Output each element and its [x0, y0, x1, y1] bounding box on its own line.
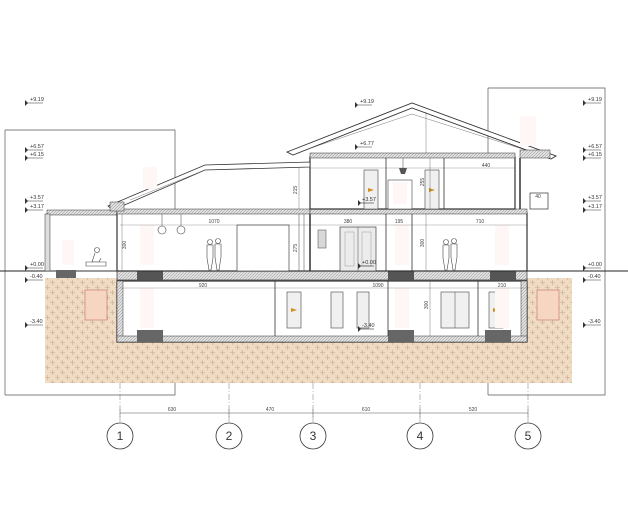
dim-ground-2: 380 — [344, 219, 353, 225]
dim-bottom-1: 630 — [168, 407, 177, 413]
dim-ground-4: 710 — [476, 219, 485, 225]
level-right-marker-0 — [583, 100, 586, 106]
dim-basement-2: 1090 — [372, 283, 383, 289]
material-notes — [62, 116, 536, 328]
level-left-marker-4 — [25, 207, 28, 213]
dim-vertical-2: 215 — [293, 186, 299, 195]
dim-vertical-3: 275 — [293, 244, 299, 253]
level-left-label-0: +9.19 — [30, 97, 44, 103]
level-left-marker-0 — [25, 100, 28, 106]
roofs — [107, 102, 558, 212]
dim-ground-1: 1070 — [208, 219, 219, 225]
axis-label-3: 3 — [310, 429, 317, 443]
left-annex — [44, 209, 118, 278]
axis-label-5: 5 — [525, 429, 532, 443]
dim-bottom-2: 470 — [266, 407, 275, 413]
level-right-marker-3 — [583, 198, 586, 204]
level-right-marker-7 — [583, 322, 586, 328]
axis-bubble-4 — [406, 422, 434, 450]
dim-vertical-7: 40 — [535, 194, 541, 200]
vertical-dimension-lines — [121, 112, 431, 336]
dim-vertical-6: 300 — [420, 239, 426, 248]
ground-floor-slab — [116, 270, 528, 281]
level-right-marker-2 — [583, 155, 586, 161]
dim-bottom-3: 610 — [362, 407, 371, 413]
level-right-label-7: -3.40 — [588, 319, 601, 325]
level-right-marker-1 — [583, 147, 586, 153]
level-left-marker-3 — [25, 198, 28, 204]
level-left-marker-6 — [25, 277, 28, 283]
level-right-label-6: -0.40 — [588, 274, 601, 280]
axis-bubble-1 — [106, 422, 134, 450]
level-left-label-3: +3.57 — [30, 195, 44, 201]
level-left-label-1: +6.57 — [30, 144, 44, 150]
level-right-label-2: +6.15 — [588, 152, 602, 158]
level-inner-upper-floor: +3.57 — [362, 197, 376, 203]
level-markers-inner: +3.57 +0.00 -3.40 — [358, 197, 376, 332]
axis-label-4: 4 — [417, 429, 424, 443]
grid-axes: 1 2 3 4 5 — [106, 422, 542, 450]
level-left-label-7: -3.40 — [30, 319, 43, 325]
level-left-marker-2 — [25, 155, 28, 161]
level-markers-right: +9.19 +6.57 +6.15 +3.57 +3.17 +0.00 -0.40 -3.40 — [583, 97, 602, 328]
level-markers-top: +9.19 +6.77 — [355, 99, 374, 150]
level-right-marker-6 — [583, 277, 586, 283]
axis-label-1: 1 — [117, 429, 124, 443]
axis-bubble-3 — [299, 422, 327, 450]
level-right-label-0: +9.19 — [588, 97, 602, 103]
dimension-lines — [119, 167, 529, 417]
dim-basement-3: 210 — [498, 283, 507, 289]
dimension-texts: 630 470 610 520 1070 380 195 710 920 109… — [122, 163, 541, 413]
level-markers-left: +9.19 +6.57 +6.15 +3.57 +3.17 +0.00 -0.40 -3.40 — [25, 97, 44, 328]
level-inner-basement: -3.40 — [362, 323, 375, 329]
seated-person — [85, 247, 107, 267]
level-right-label-3: +3.57 — [588, 195, 602, 201]
upper-floor — [309, 152, 549, 210]
axis-bubble-5 — [514, 422, 542, 450]
level-left-label-5: +0.00 — [30, 262, 44, 268]
dim-vertical-5: 255 — [420, 178, 426, 187]
level-left-marker-7 — [25, 322, 28, 328]
dim-bottom-4: 520 — [469, 407, 478, 413]
level-right-marker-5 — [583, 265, 586, 271]
axis-label-2: 2 — [226, 429, 233, 443]
dim-vertical-4: 300 — [424, 301, 430, 310]
level-left-label-4: +3.17 — [30, 204, 44, 210]
ground-floor — [116, 208, 528, 272]
standing-couple-right — [442, 238, 458, 271]
dim-vertical-1: 300 — [122, 241, 128, 250]
level-right-marker-4 — [583, 207, 586, 213]
level-left-marker-1 — [25, 147, 28, 153]
dim-basement-1: 920 — [199, 283, 208, 289]
level-top-ridge: +9.19 — [360, 99, 374, 105]
standing-couple-left — [206, 238, 222, 271]
grid-axis-lines — [119, 383, 529, 422]
dim-ground-3: 195 — [395, 219, 404, 225]
axis-bubble-2 — [215, 422, 243, 450]
basement — [116, 280, 528, 343]
dim-attic-1: 440 — [482, 163, 491, 169]
level-left-label-2: +6.15 — [30, 152, 44, 158]
level-left-label-6: -0.40 — [30, 274, 43, 280]
level-left-marker-5 — [25, 265, 28, 271]
level-right-label-4: +3.17 — [588, 204, 602, 210]
level-inner-ground-floor: +0.00 — [362, 260, 376, 266]
level-top-ceiling: +6.77 — [360, 141, 374, 147]
level-right-label-1: +6.57 — [588, 144, 602, 150]
level-right-label-5: +0.00 — [588, 262, 602, 268]
soil-hatch — [45, 278, 572, 383]
